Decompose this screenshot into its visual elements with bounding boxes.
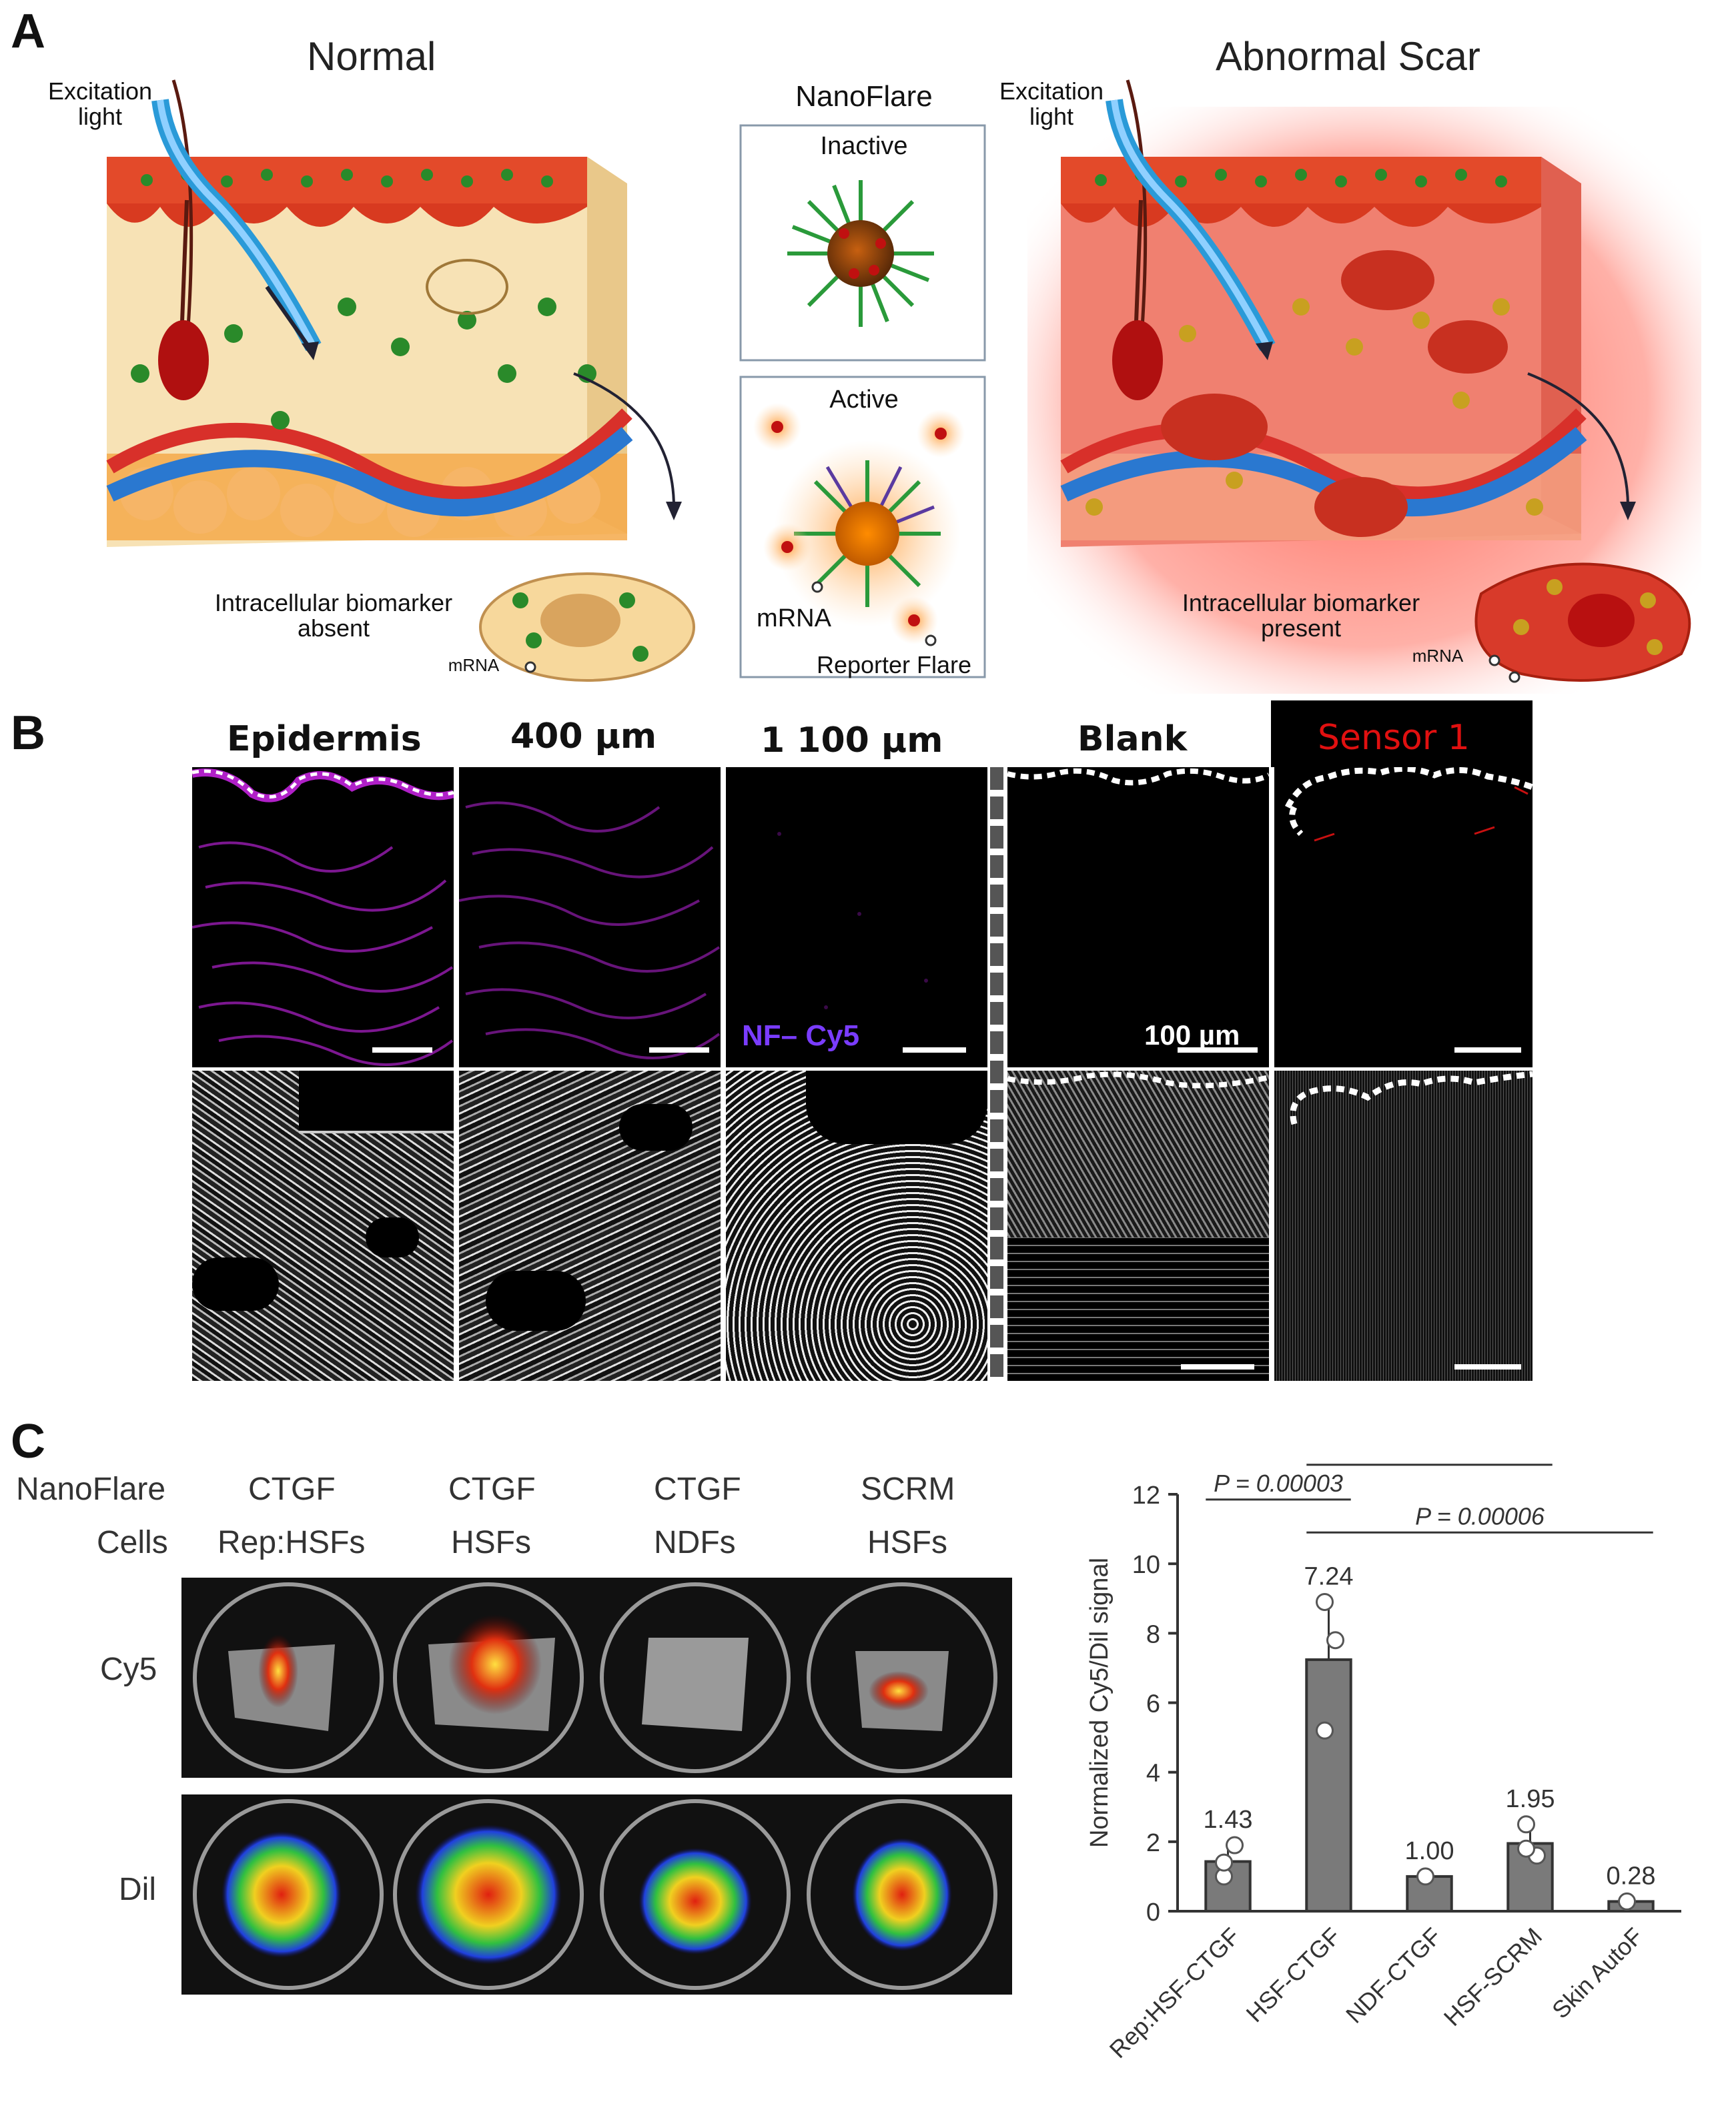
panel-b-divider	[990, 767, 1003, 1381]
data-point	[1517, 1815, 1535, 1834]
dil-well-strip	[181, 1794, 1012, 1995]
col-head-blank: Blank	[1077, 719, 1188, 759]
y-tick-label: 12	[1132, 1482, 1160, 1510]
category-label: HSF-CTGF	[1240, 1923, 1346, 2028]
micrograph-sensor1-fluor	[1274, 767, 1533, 1067]
y-tick-label: 0	[1146, 1899, 1160, 1927]
nanoflare-col-3: CTGF	[654, 1472, 741, 1507]
bar	[1305, 1658, 1352, 1913]
col-head-400um: 400 µm	[510, 716, 657, 756]
nanoflare-title: NanoFlare	[795, 80, 933, 113]
row-label-nanoflare: NanoFlare	[16, 1472, 166, 1507]
micrograph-400um-fluor	[459, 767, 721, 1067]
nanoflare-active-particle	[753, 403, 965, 646]
row-label-cells: Cells	[97, 1525, 168, 1560]
y-tick-label: 4	[1146, 1760, 1160, 1788]
micrograph-sensor1-bright	[1274, 1071, 1533, 1381]
panel-a-illustration	[106, 79, 1701, 694]
micrograph-blank-fluor: 100 µm	[1007, 767, 1269, 1067]
nanoflare-col-2: CTGF	[448, 1472, 536, 1507]
category-label: Rep:HSF-CTGF	[1104, 1923, 1245, 2063]
nanoflare-inactive-particle	[787, 180, 934, 327]
y-tick-label: 6	[1146, 1690, 1160, 1718]
data-point	[1316, 1592, 1334, 1611]
mrna-label-right: mRNA	[1412, 646, 1464, 666]
panel-a-letter: A	[11, 5, 45, 58]
nanoflare-col-1: CTGF	[248, 1472, 336, 1507]
cy5-well-strip	[181, 1578, 1012, 1778]
micrograph-1100um-fluor: NF– Cy5	[726, 767, 987, 1067]
value-label: 1.43	[1204, 1806, 1253, 1834]
category-label: Skin AutoF	[1547, 1923, 1648, 2024]
micrograph-400um-bright	[459, 1071, 721, 1381]
micrograph-epidermis-bright	[192, 1071, 454, 1381]
data-point	[1416, 1867, 1434, 1886]
excitation-light-label-right: Excitation light	[999, 77, 1104, 130]
panel-c-letter: C	[11, 1415, 45, 1468]
category-label: NDF-CTGF	[1340, 1923, 1446, 2029]
scar-skin-block	[1060, 79, 1691, 683]
nf-cy5-label: NF– Cy5	[742, 1019, 860, 1052]
micrograph-epidermis-fluor	[192, 767, 454, 1067]
value-label: 1.95	[1506, 1785, 1555, 1813]
cells-col-4: HSFs	[867, 1525, 947, 1560]
category-label: HSF-SCRM	[1438, 1923, 1547, 2031]
cells-col-2: HSFs	[451, 1525, 531, 1560]
nanoflare-col-4: SCRM	[861, 1472, 955, 1507]
cells-col-3: NDFs	[654, 1525, 736, 1560]
y-tick-label: 2	[1146, 1829, 1160, 1857]
row-label-cy5: Cy5	[100, 1652, 157, 1687]
col-head-epidermis: Epidermis	[227, 719, 422, 759]
mrna-label-left: mRNA	[448, 655, 500, 675]
row-label-dil: Dil	[119, 1872, 156, 1907]
col-head-1100um: 1 100 µm	[761, 720, 943, 760]
active-label: Active	[829, 386, 899, 414]
reporter-flare-label: Reporter Flare	[816, 651, 972, 678]
cells-col-1: Rep:HSFs	[218, 1525, 366, 1560]
data-point	[1618, 1892, 1636, 1911]
excitation-light-label-left: Excitation light	[47, 77, 153, 130]
y-axis-label: Normalized Cy5/Dil signal	[1086, 1558, 1114, 1848]
panel-b-letter: B	[11, 706, 45, 760]
significance-label: P = 0.00003	[1214, 1470, 1343, 1497]
normal-title: Normal	[307, 34, 436, 79]
biomarker-absent-label: Intracellular biomarker absent	[214, 589, 453, 642]
data-point	[1226, 1836, 1244, 1855]
inactive-label: Inactive	[820, 132, 908, 160]
data-point	[1316, 1721, 1334, 1740]
normal-skin-block	[106, 79, 695, 682]
significance-label: P = 0.00006	[1415, 1502, 1545, 1530]
data-point	[1326, 1631, 1344, 1650]
value-label: 7.24	[1304, 1562, 1354, 1590]
data-point	[1215, 1853, 1233, 1872]
col-head-sensor1: Sensor 1	[1318, 718, 1470, 758]
sensor-header-box	[1271, 700, 1533, 767]
scale-bar-label: 100 µm	[1144, 1019, 1240, 1051]
mrna-label-center: mRNA	[757, 604, 831, 632]
abnormal-scar-title: Abnormal Scar	[1216, 34, 1480, 79]
micrograph-1100um-bright	[726, 1071, 987, 1381]
y-tick-label: 8	[1146, 1620, 1160, 1648]
data-point	[1517, 1839, 1535, 1858]
biomarker-present-label: Intracellular biomarker present	[1182, 589, 1420, 642]
y-tick-label: 10	[1132, 1551, 1160, 1579]
value-label: 0.28	[1607, 1862, 1656, 1890]
micrograph-blank-bright	[1007, 1071, 1269, 1381]
value-label: 1.00	[1405, 1837, 1454, 1865]
significance-label: P = 0.0006	[1372, 1461, 1488, 1462]
